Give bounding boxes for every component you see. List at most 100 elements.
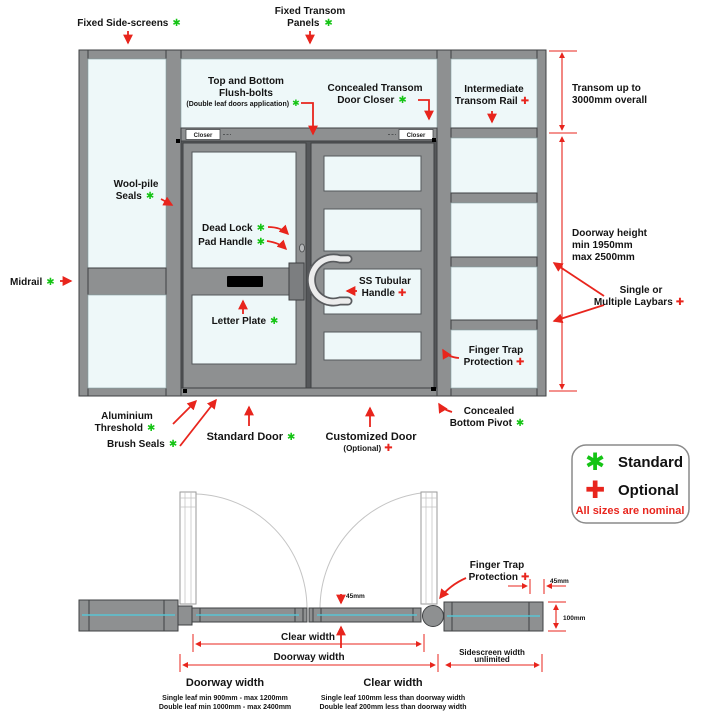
plan-labels: Finger Trap Protection✚ 45mm 45mm 100mm … xyxy=(159,560,586,711)
label-doorway-width-line2: Double leaf min 1000mm - max 2400mm xyxy=(159,704,291,711)
legend-border xyxy=(571,444,690,524)
top-pivot-left-dot xyxy=(176,139,180,143)
customized-door-glass-3 xyxy=(323,268,422,315)
arrow-wool-pile xyxy=(160,196,174,206)
sidescreen-mullion xyxy=(165,49,182,397)
right-col-glass-3 xyxy=(450,202,538,258)
label-flush-bolts-3: (Double leaf doors application)✱ xyxy=(186,99,299,109)
label-ss-handle-2: Handle✚ xyxy=(362,288,407,299)
label-dead-lock: Dead Lock✱ xyxy=(202,223,265,234)
door-swing-arc-right xyxy=(319,491,434,610)
label-doorway-width-heading: Doorway width xyxy=(186,677,265,689)
closer-text-left: Closer xyxy=(194,133,213,139)
open-door-leaf-right xyxy=(420,491,438,605)
closer-box-left xyxy=(185,129,221,140)
label-threshold-1: Aluminium xyxy=(101,411,153,422)
head-rail xyxy=(78,49,547,60)
label-intermediate-rail-2: Transom Rail✚ xyxy=(455,96,529,107)
label-bottom-pivot-2: Bottom Pivot✱ xyxy=(450,418,525,429)
plan-meeting-stile-right xyxy=(308,607,314,623)
concealed-bottom-pivot-dot xyxy=(431,387,436,391)
label-transom-dim-2: 3000mm overall xyxy=(572,95,647,106)
intermediate-transom-rail xyxy=(450,127,538,139)
plan-dimensions xyxy=(179,577,566,672)
door-swing-arc-left xyxy=(195,493,308,610)
legend-optional-label: Optional xyxy=(618,482,679,499)
elevation-view xyxy=(78,49,547,397)
bottom-pivot-left-dot xyxy=(183,389,187,393)
label-doorway-width-dim: Doorway width xyxy=(273,652,344,663)
right-col-glass-5 xyxy=(450,329,538,389)
standard-door-glass-upper xyxy=(191,151,297,269)
label-fixed-transom-2: Panels✱ xyxy=(287,18,333,29)
label-pad-handle: Pad Handle✱ xyxy=(198,237,265,248)
customized-door-glass-1 xyxy=(323,155,422,192)
label-door-closer-2: Door Closer✱ xyxy=(337,95,407,106)
label-finger-trap-2: Protection✚ xyxy=(464,357,525,368)
standard-door-leaf xyxy=(182,142,307,389)
standard-door-glass-lower xyxy=(191,294,297,365)
right-col-glass-2 xyxy=(450,137,538,194)
label-threshold-2: Threshold✱ xyxy=(95,423,156,434)
ss-tubular-handle xyxy=(308,255,351,305)
plan-pivot-circle xyxy=(422,605,444,627)
legend-optional-icon: ✚ xyxy=(585,476,605,504)
label-standard-door: Standard Door✱ xyxy=(207,431,296,443)
customized-door-glass-4 xyxy=(323,331,422,361)
label-letter-plate: Letter Plate✱ xyxy=(212,316,279,327)
arrow-brush-seals xyxy=(179,398,217,447)
arrow-threshold xyxy=(172,399,198,425)
sidescreen-glass-upper xyxy=(87,58,167,269)
customized-door-leaf xyxy=(306,142,435,389)
label-dim-45mm-frame: 45mm xyxy=(550,578,569,585)
right-mullion xyxy=(436,49,452,397)
legend-standard-label: Standard xyxy=(618,454,683,471)
label-ss-handle-1: SS Tubular xyxy=(359,276,411,287)
label-flush-bolts-1: Top and Bottom xyxy=(208,76,284,87)
label-clear-width-dim: Clear width xyxy=(281,632,335,643)
right-col-glass-4 xyxy=(450,266,538,321)
bottom-sill xyxy=(78,387,547,397)
label-doorway-height-1: Doorway height xyxy=(572,228,648,239)
legend-box: ✱ Standard ✚ Optional All sizes are nomi… xyxy=(571,444,690,524)
label-dim-100mm: 100mm xyxy=(563,615,586,622)
left-jamb xyxy=(78,49,89,397)
letter-plate xyxy=(227,276,263,287)
label-doorway-height-2: min 1950mm xyxy=(572,240,633,251)
label-wool-pile-1: Wool-pile xyxy=(114,179,159,190)
plan-left-sidescreen xyxy=(78,599,179,632)
elevation-annotation-arrows xyxy=(60,31,605,447)
label-brush-seals: Brush Seals✱ xyxy=(107,439,177,450)
label-flush-bolts-2: Flush-bolts xyxy=(219,88,273,99)
label-dim-45mm-leaf: 45mm xyxy=(346,593,365,600)
label-fixed-transom-1: Fixed Transom xyxy=(275,6,346,17)
plan-closed-leaf-left xyxy=(191,607,304,623)
arrow-flush-bolts xyxy=(301,102,318,136)
arrow-laybars-upper xyxy=(552,262,605,297)
arrow-bottom-pivot xyxy=(438,402,453,414)
legend-note: All sizes are nominal xyxy=(576,505,685,517)
label-clear-width-heading: Clear width xyxy=(363,677,423,689)
plan-left-jamb xyxy=(177,605,193,626)
pad-handle xyxy=(288,262,305,301)
label-midrail: Midrail✱ xyxy=(10,277,55,288)
laybar-3 xyxy=(450,319,538,331)
top-pivot-right-dot xyxy=(432,138,436,142)
label-intermediate-rail-1: Intermediate xyxy=(464,84,524,95)
right-jamb xyxy=(536,49,547,397)
arrow-pad-handle xyxy=(266,239,288,251)
label-customized-door-1: Customized Door xyxy=(325,431,417,443)
label-laybars-2: Multiple Laybars✚ xyxy=(594,297,684,308)
arrow-plan-finger-trap xyxy=(439,577,467,600)
label-door-closer-1: Concealed Transom xyxy=(327,83,422,94)
label-plan-finger-trap-1: Finger Trap xyxy=(470,560,524,571)
plan-meeting-stile-left xyxy=(302,607,308,623)
legend-standard-icon: ✱ xyxy=(585,448,605,476)
label-doorway-width-line1: Single leaf min 900mm - max 1200mm xyxy=(162,695,288,702)
fanlight-glass xyxy=(180,58,438,129)
arrow-finger-trap xyxy=(442,348,460,360)
label-clear-width-line1: Single leaf 100mm less than doorway widt… xyxy=(321,695,465,702)
laybar-1 xyxy=(450,192,538,204)
